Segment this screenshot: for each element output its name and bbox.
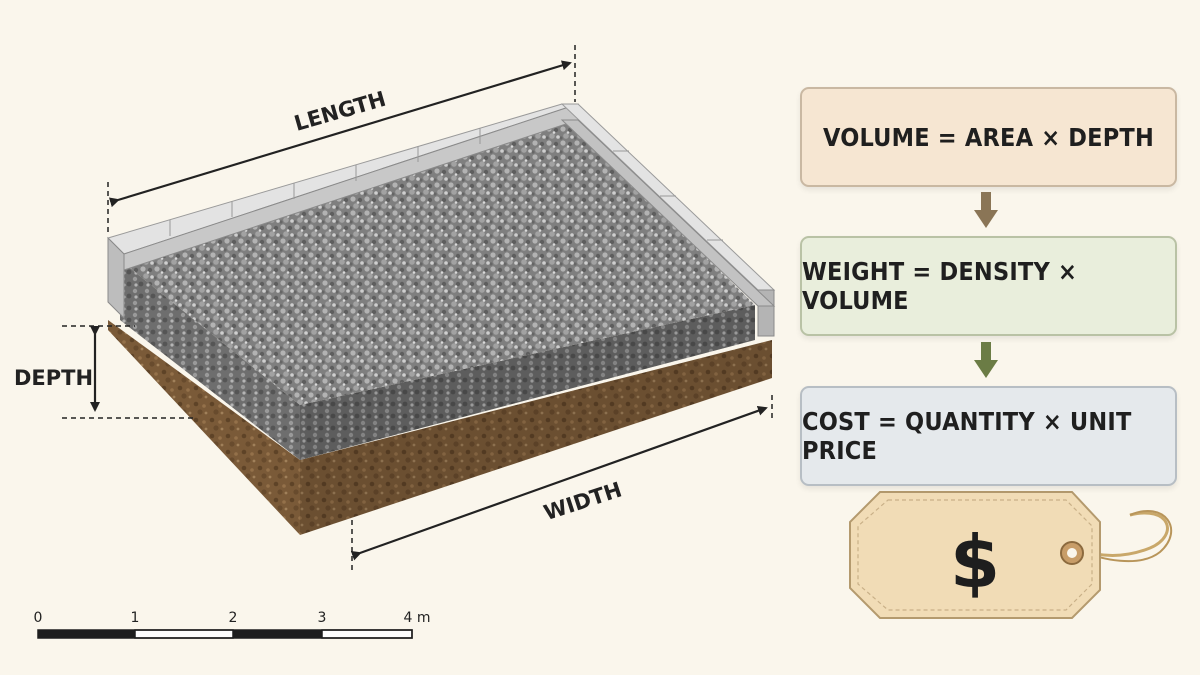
scale-bar: 0 1 2 3 4 m: [34, 610, 431, 639]
weight-formula: WEIGHT = DENSITY × VOLUME: [802, 257, 1077, 315]
depth-label: DEPTH: [14, 366, 93, 390]
arrow-down-icon: [974, 192, 998, 228]
length-label: LENGTH: [292, 87, 389, 136]
cost-formula-box: COST = QUANTITY × UNIT PRICE: [800, 386, 1177, 486]
weight-formula-box: WEIGHT = DENSITY × VOLUME: [800, 236, 1177, 336]
cost-formula: COST = QUANTITY × UNIT PRICE: [802, 407, 1132, 465]
volume-formula-box: VOLUME = AREA × DEPTH: [800, 87, 1177, 187]
scale-tick-4: 4 m: [404, 610, 431, 626]
arrow-down-icon: [974, 342, 998, 378]
price-tag: $: [849, 491, 1173, 619]
scale-tick-1: 1: [131, 610, 140, 626]
gravel-top-surface: [120, 122, 755, 405]
width-arrow: [350, 405, 768, 561]
dollar-sign: $: [950, 520, 1000, 604]
length-arrow: [108, 60, 572, 208]
volume-formula: VOLUME = AREA × DEPTH: [823, 122, 1154, 152]
scale-tick-0: 0: [34, 610, 43, 626]
depth-dimension: DEPTH: [14, 325, 195, 419]
scale-tick-2: 2: [229, 610, 238, 626]
scale-tick-3: 3: [318, 610, 327, 626]
